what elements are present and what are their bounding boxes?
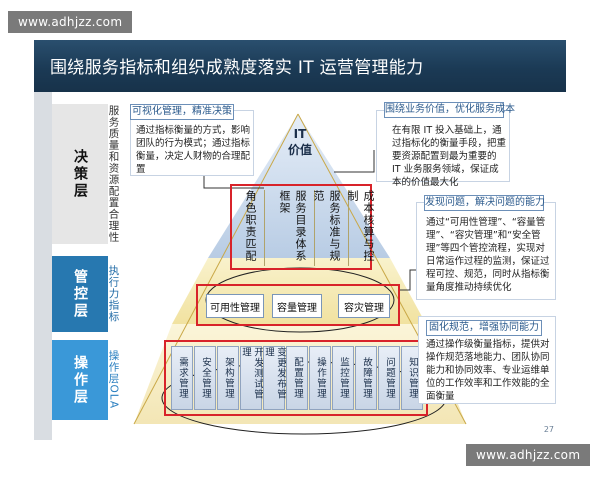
decision-item: 成本核算与控制	[346, 190, 375, 262]
operation-item: 开发测试管理	[240, 346, 263, 410]
operation-item: 安全管理	[194, 346, 216, 410]
callout-right-top-title: 围绕业务价值，优化服务成本	[384, 102, 515, 118]
connector-right-top	[334, 150, 375, 173]
decision-item: 服务目录体系框架	[276, 190, 315, 266]
watermark-top: www.adhjzz.com	[8, 11, 133, 33]
layer-decision: 决策层	[52, 104, 108, 244]
control-item: 容量管理	[272, 294, 322, 318]
callout-left-top-text: 通过指标衡量的方式，影响团队的行为模式；通过指标衡量，决定人财物的合理配置	[136, 125, 251, 175]
layer-control-label: 管控层	[72, 268, 88, 320]
callout-right-bottom-text: 通过操作级衡量指标，提供对操作规范落地能力、团队协同能力和协同效率、专业运维单位…	[426, 339, 550, 402]
control-item: 容灾管理	[338, 294, 390, 318]
callout-right-top-text: 在有限 IT 投入基础上，通过指标化的衡量手段，把重要资源配置到最为重要的 IT…	[392, 125, 507, 188]
operation-item: 故障管理	[355, 346, 377, 410]
pyramid-apex-label: IT 价值	[287, 127, 312, 157]
layer-decision-label: 决策层	[72, 148, 88, 200]
layer-operation-label: 操作层	[72, 354, 88, 406]
operation-items-box: 需求管理 安全管理 架构管理 开发测试管理 变更发布管理 配置管理 操作管理 监…	[164, 340, 428, 416]
title-bar: 围绕服务指标和组织成熟度落实 IT 运营管理能力	[34, 40, 566, 92]
control-item: 可用性管理	[206, 294, 264, 318]
watermark-bottom: www.adhjzz.com	[466, 444, 591, 466]
operation-item: 操作管理	[309, 346, 331, 410]
operation-item: 需求管理	[171, 346, 193, 410]
callout-right-mid-text: 通过“可用性管理”、“容量管理”、“容灾管理”和“安全管理”等四个管控流程，实现…	[426, 217, 550, 293]
decision-items-box: 角色职责匹配 服务目录体系框架 服务标准与规范 成本核算与控制	[230, 184, 375, 270]
layer-decision-note: 服务质量和资源配置合理性	[107, 105, 120, 243]
callout-left-top	[130, 110, 254, 176]
callout-left-top-title: 可视化管理，精准决策	[130, 104, 234, 120]
callout-right-mid-title: 发现问题，解决问题的能力	[424, 195, 545, 211]
sidebar	[34, 92, 52, 440]
decision-item: 角色职责匹配	[242, 190, 265, 266]
slide-title: 围绕服务指标和组织成熟度落实 IT 运营管理能力	[50, 58, 424, 78]
decision-item: 服务标准与规范	[310, 190, 349, 266]
pyramid-edge-left	[133, 113, 299, 425]
operation-items-row: 需求管理 安全管理 架构管理 开发测试管理 变更发布管理 配置管理 操作管理 监…	[171, 346, 425, 412]
connector-right-mid	[398, 269, 418, 291]
layer-operation: 操作层	[52, 340, 108, 420]
operation-item: 变更发布管理	[263, 346, 286, 410]
slide-number: 27	[543, 425, 554, 434]
operation-item: 问题管理	[378, 346, 400, 410]
layer-operation-note: 操作层OLA	[107, 350, 120, 410]
control-items-box: 可用性管理 容量管理 容灾管理	[196, 284, 400, 326]
operation-item: 架构管理	[217, 346, 239, 410]
layer-control: 管控层	[52, 256, 108, 332]
callout-right-top	[376, 110, 510, 182]
slide: 围绕服务指标和组织成熟度落实 IT 运营管理能力 决策层 管控层 操作层 服务质…	[34, 40, 566, 440]
operation-item: 监控管理	[332, 346, 354, 410]
layer-control-note: 执行力指标	[107, 265, 120, 323]
operation-item: 配置管理	[286, 346, 308, 410]
pyramid-top-tier	[208, 114, 390, 258]
callout-right-bottom-title: 固化规范，增强协同能力	[426, 320, 542, 336]
